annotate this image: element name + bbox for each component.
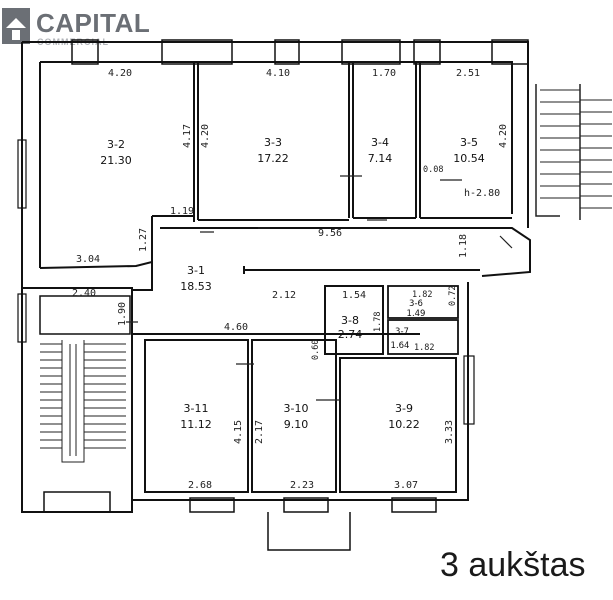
dim-label: 1.19 — [170, 206, 194, 217]
dim-label: 2.51 — [456, 68, 480, 79]
room-3-9-area: 10.22 — [388, 418, 420, 431]
room-3-7-id: 3-7 — [395, 327, 409, 337]
dim-label: 2.23 — [290, 480, 314, 491]
dim-label: 1.70 — [372, 68, 396, 79]
dim-label: 9.56 — [318, 228, 342, 239]
room-3-5-id: 3-5 — [460, 136, 478, 149]
room-3-10-area: 9.10 — [284, 418, 309, 431]
dim-label: 1.90 — [117, 302, 128, 326]
stairs — [40, 84, 612, 463]
room-3-3-area: 17.22 — [257, 152, 289, 165]
dimension-labels: 4.20 4.10 1.70 2.51 4.17 4.20 4.20 0.08 … — [72, 68, 509, 491]
dim-label: 4.20 — [200, 124, 211, 148]
walls — [17, 39, 531, 551]
dim-label: 2.17 — [254, 420, 265, 444]
room-3-5-area: 10.54 — [453, 152, 485, 165]
dim-label: 1.82 — [414, 343, 434, 353]
room-3-7-area: 1.64 — [391, 341, 410, 351]
dim-label: 3.33 — [444, 420, 455, 444]
doors — [126, 175, 513, 401]
ceiling-height-note: h-2.80 — [464, 188, 500, 199]
dim-label: 4.17 — [182, 124, 193, 148]
dim-label: 2.68 — [188, 480, 212, 491]
room-3-4-id: 3-4 — [371, 136, 389, 149]
logo-name: CAPITAL — [36, 8, 150, 38]
room-3-2-area: 21.30 — [100, 154, 132, 167]
floor-label: 3 aukštas — [440, 546, 586, 584]
dim-label: 4.20 — [498, 124, 509, 148]
dim-label: 4.20 — [108, 68, 132, 79]
room-3-11-id: 3-11 — [184, 402, 209, 415]
dim-label: 3.04 — [76, 254, 100, 265]
room-3-10-id: 3-10 — [284, 402, 309, 415]
dim-label: 2.40 — [72, 288, 96, 299]
logo-roof-icon — [6, 18, 26, 28]
dim-label: 2.12 — [272, 290, 296, 301]
dim-label: 1.82 — [412, 290, 432, 300]
dim-label: 4.10 — [266, 68, 290, 79]
dim-label: 0.60 — [311, 340, 321, 360]
room-3-8-area: 2.74 — [338, 328, 363, 341]
room-3-6-area: 1.49 — [407, 309, 426, 319]
dim-label: 4.15 — [233, 420, 244, 444]
room-3-1-id: 3-1 — [187, 264, 205, 277]
room-3-4-area: 7.14 — [368, 152, 393, 165]
dim-label: 0.08 — [423, 165, 443, 175]
room-3-6-id: 3-6 — [409, 299, 423, 309]
dim-label: 1.54 — [342, 290, 366, 301]
dim-label: 1.18 — [458, 234, 469, 258]
dim-label: 4.60 — [224, 322, 248, 333]
dim-label: 3.07 — [394, 480, 418, 491]
room-3-3-id: 3-3 — [264, 136, 282, 149]
room-labels: 3-2 21.30 3-3 17.22 3-4 7.14 3-5 10.54 3… — [100, 136, 485, 431]
dim-label: 0.72 — [448, 286, 458, 306]
room-3-1-area: 18.53 — [180, 280, 212, 293]
room-3-2-id: 3-2 — [107, 138, 125, 151]
dim-label: 1.27 — [138, 228, 149, 252]
room-3-8-id: 3-8 — [341, 314, 359, 327]
room-3-9-id: 3-9 — [395, 402, 413, 415]
room-3-11-area: 11.12 — [180, 418, 212, 431]
dim-label: 1.78 — [373, 312, 383, 332]
